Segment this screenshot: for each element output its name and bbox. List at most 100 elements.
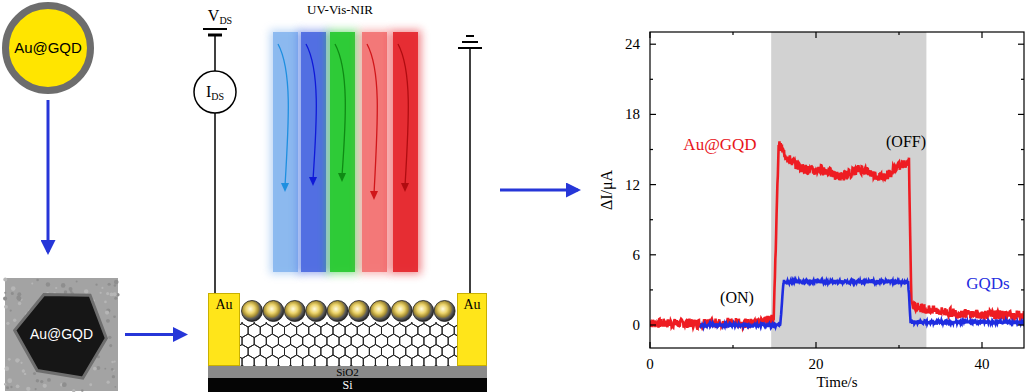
electrode: Au: [457, 293, 487, 366]
tem-grain: [17, 292, 21, 296]
electrode: Au: [208, 293, 240, 366]
tick: [1021, 289, 1024, 290]
tem-grain: [110, 293, 114, 297]
tem-grain: [11, 286, 16, 291]
tem-grain: [93, 367, 97, 371]
light-beam: [330, 32, 355, 272]
state-label: (ON): [720, 289, 754, 307]
au-gqd-particle: [306, 301, 327, 322]
beam-glow: [327, 30, 358, 274]
photon-arrowhead: [370, 191, 378, 200]
photon-arrow: [278, 44, 288, 186]
tem-grain: [3, 297, 7, 301]
light-beam: [362, 32, 387, 272]
series-label: GQDs: [966, 275, 1009, 294]
graphene-hexagons: [240, 322, 457, 366]
tem-grain: [36, 379, 39, 382]
tem-grain: [15, 358, 19, 362]
tem-grain: [111, 368, 114, 371]
tick: [649, 342, 650, 348]
tem-grain: [114, 297, 117, 300]
beam-glow: [390, 30, 421, 274]
voltage-label: VDS: [208, 7, 232, 26]
tem-grain: [16, 384, 20, 388]
tem-grain: [43, 384, 47, 388]
particle-core: [6, 6, 91, 91]
tem-grain: [35, 388, 37, 390]
axis-title: ΔI/μA: [598, 170, 616, 210]
substrate-layer: Si: [208, 378, 487, 392]
tem-grain: [114, 386, 116, 388]
tem-grain: [96, 366, 100, 370]
tem-grain: [108, 336, 111, 339]
node-text: Au: [463, 297, 480, 312]
tick: [1018, 324, 1024, 325]
tem-grain: [62, 382, 67, 387]
graphene-lattice: [240, 322, 457, 366]
tem-grain: [64, 290, 68, 294]
tick: [650, 114, 656, 115]
tick: [1018, 44, 1024, 45]
tem-grain: [55, 287, 57, 289]
tem-grain: [6, 386, 9, 389]
tem-grain: [100, 292, 102, 294]
au-gqd-particle: [434, 301, 455, 322]
ground-line: [462, 41, 478, 43]
photon-arrow: [367, 44, 377, 194]
tem-grain: [101, 287, 103, 289]
flow-arrow: [47, 100, 50, 252]
tem-grain: [104, 368, 106, 370]
photon-arrow: [335, 44, 345, 176]
tick: [981, 32, 982, 38]
tem-grain: [76, 281, 78, 283]
tem-grain: [24, 373, 26, 375]
tem-grain: [36, 279, 39, 282]
tick-label: 0: [646, 356, 654, 373]
au-gqd-particle: [242, 301, 263, 322]
tem-grain: [26, 387, 30, 391]
au-gqd-particle: [349, 301, 370, 322]
wire: [469, 48, 471, 294]
tem-grain: [89, 383, 92, 386]
nanoparticles: [242, 301, 456, 322]
ammeter-symbol: IDS: [193, 70, 237, 114]
tem-grain: [10, 309, 12, 311]
tem-grain: [112, 375, 115, 378]
tem-grain: [6, 322, 9, 325]
battery-plate: [203, 28, 227, 30]
tick: [1018, 114, 1024, 115]
tem-grain: [33, 372, 36, 375]
tem-grain: [61, 283, 66, 288]
beam-glow: [270, 30, 301, 274]
tick-label: 40: [975, 356, 990, 373]
light-beam: [273, 32, 298, 272]
photon-arrow: [398, 44, 408, 186]
light-label: UV-Vis-NIR: [190, 3, 490, 17]
tem-image: Au@GQD: [5, 278, 118, 391]
tem-grain: [18, 302, 22, 306]
illumination-band: [771, 32, 926, 348]
tem-grain: [3, 278, 7, 282]
flow-arrow: [500, 189, 578, 192]
au-gqd-curve: [650, 141, 1024, 328]
tem-grain: [4, 383, 6, 385]
au-gqd-particle: [284, 301, 305, 322]
tick: [815, 342, 816, 348]
au-gqd-particle: [370, 301, 391, 322]
tick: [898, 345, 899, 348]
tem-grain: [4, 305, 8, 309]
tick: [1021, 149, 1024, 150]
tick: [650, 219, 653, 220]
au-gqd-particle: [263, 301, 284, 322]
tick: [650, 79, 653, 80]
tem-grain: [20, 362, 22, 364]
tem-grain: [22, 369, 25, 372]
tick: [650, 324, 656, 325]
device-schematic: UV-Vis-NIRIDSAuAuSiO2Si: [190, 0, 490, 392]
tem-grain: [109, 344, 112, 347]
tem-ground: [5, 278, 118, 391]
tem-grain: [13, 318, 16, 321]
tem-grain: [114, 280, 119, 285]
